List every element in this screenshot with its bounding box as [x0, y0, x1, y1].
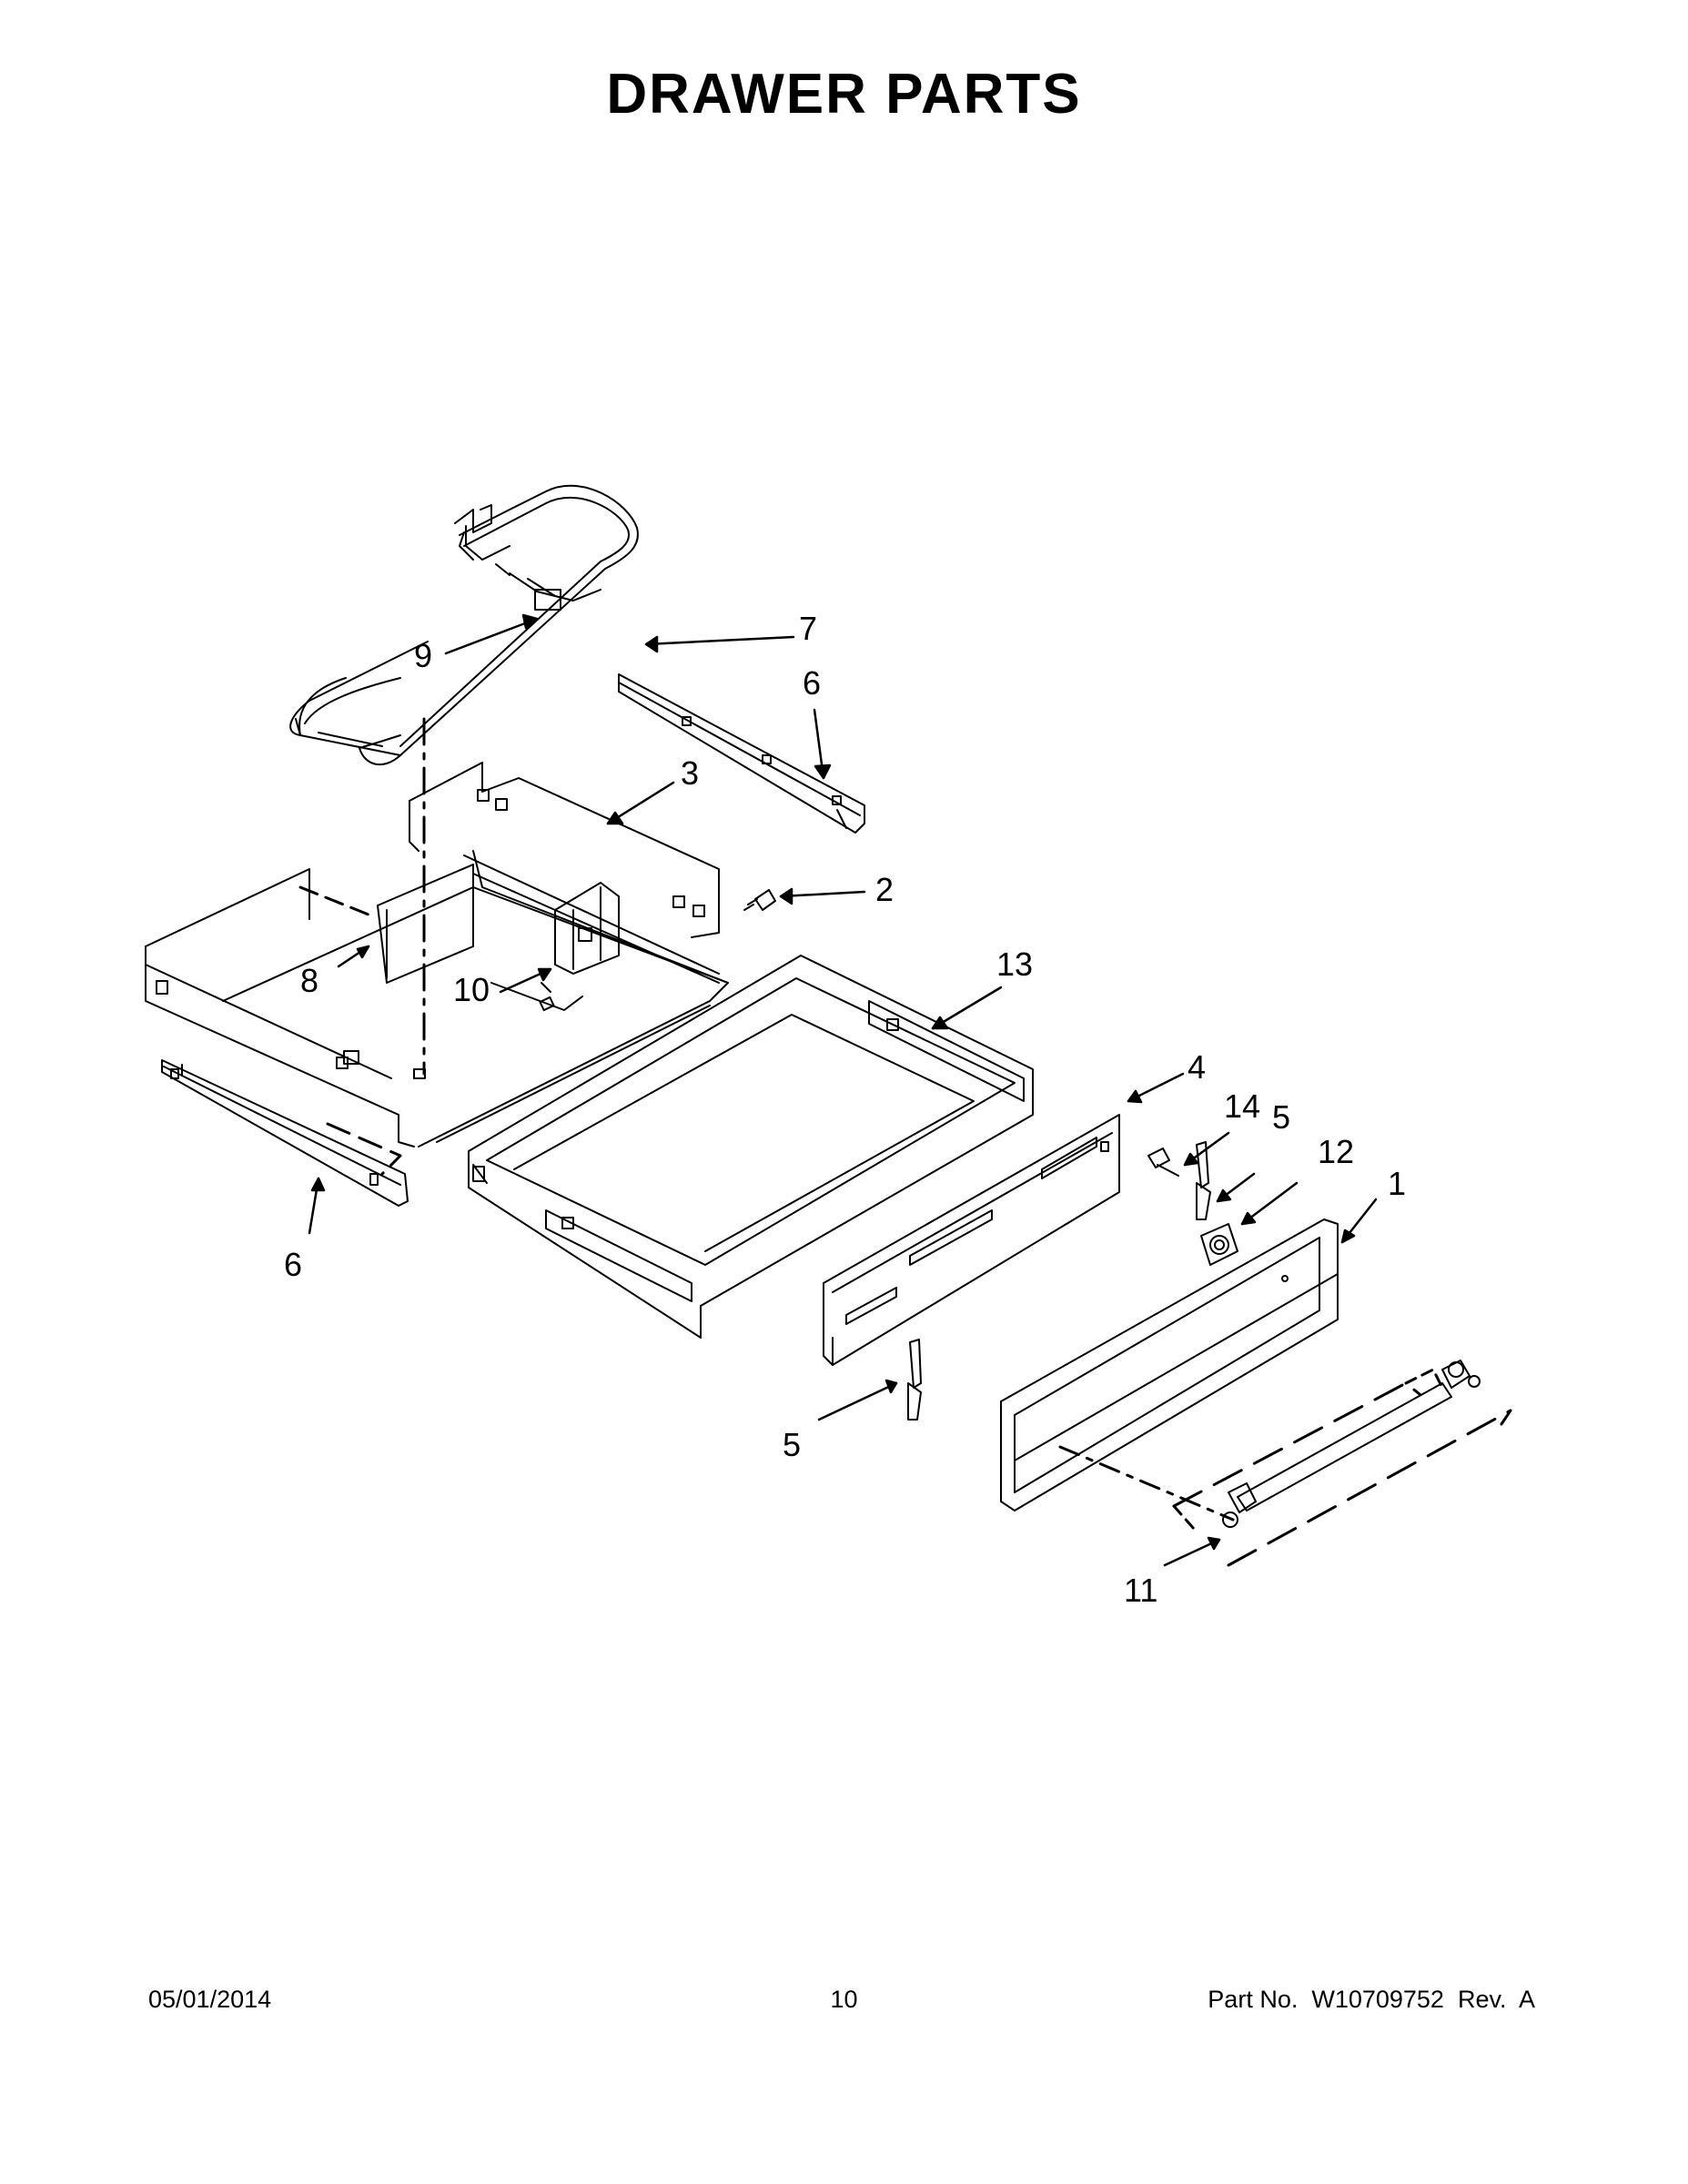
callout-1: 1	[1388, 1165, 1406, 1202]
latch-clip-part-5-lower	[907, 1339, 922, 1421]
alignment-lines	[298, 717, 1512, 1567]
drawer-pan-part-13	[468, 955, 1034, 1339]
callout-7: 7	[799, 610, 817, 647]
callout-11: 11	[1124, 1572, 1157, 1609]
footer-part-number: Part No. W10709752 Rev. A	[1208, 1986, 1535, 2013]
callout-3: 3	[681, 754, 699, 792]
footer-date: 05/01/2014	[148, 1986, 272, 2013]
callout-5-upper: 5	[1272, 1098, 1290, 1136]
callout-10: 10	[453, 971, 490, 1008]
callout-13: 13	[996, 945, 1033, 983]
footer-page-number: 10	[830, 1986, 858, 2013]
callout-14: 14	[1224, 1087, 1260, 1125]
callout-9: 9	[414, 637, 432, 674]
callout-6-upper: 6	[803, 664, 821, 702]
grommet-part-12	[1200, 1223, 1238, 1266]
page-title: DRAWER PARTS	[606, 63, 1082, 126]
callout-5-lower: 5	[783, 1426, 801, 1463]
callout-arrows	[308, 613, 1378, 1567]
callout-8: 8	[300, 962, 318, 999]
drawer-slide-part-6-upper	[618, 673, 865, 834]
callout-12: 12	[1318, 1133, 1354, 1170]
outer-drawer-panel-part-1	[1000, 1218, 1339, 1512]
drawer-chassis-part-3	[145, 762, 729, 1148]
screw-part-2	[743, 889, 776, 911]
drawer-handle-part-11	[1222, 1360, 1481, 1528]
heating-element-part-7	[289, 484, 639, 765]
latch-clip-part-5-upper	[1196, 1141, 1211, 1220]
callout-6-lower: 6	[284, 1246, 302, 1283]
screw-part-14	[1147, 1148, 1179, 1177]
callout-labels: 9 7 6 3 2 13 8 10 4 14 5 12 1 6 5 11	[284, 610, 1406, 1609]
callout-2: 2	[875, 871, 894, 908]
drawer-front-panel-part-4	[823, 1114, 1120, 1366]
drawer-slide-part-6-lower	[161, 1059, 409, 1207]
callout-4: 4	[1188, 1048, 1206, 1086]
